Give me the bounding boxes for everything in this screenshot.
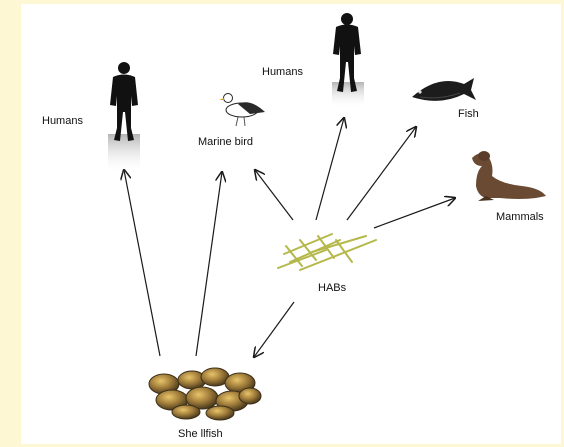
seabird-icon: [219, 94, 265, 127]
node-label-humans-top: Humans: [262, 66, 303, 78]
arrow-habs-to-mammals: [374, 198, 455, 228]
arrow-habs-to-shellfish: [254, 302, 294, 357]
arrow-habs-to-fish: [347, 127, 416, 220]
algae-needles-icon: [278, 234, 376, 270]
arrows: [124, 118, 455, 357]
sea-lion-icon: [472, 151, 546, 201]
node-label-fish: Fish: [458, 108, 479, 120]
clams-icon: [149, 368, 261, 420]
arrow-habs-to-marine-bird: [255, 170, 293, 220]
node-label-mammals: Mammals: [496, 211, 544, 223]
node-label-shellfish: She llfish: [178, 428, 223, 440]
node-label-marine-bird: Marine bird: [198, 136, 253, 148]
arrow-shellfish-to-humans: [124, 170, 160, 356]
node-label-humans-left: Humans: [42, 115, 83, 127]
arrow-habs-to-humans: [316, 118, 344, 220]
arrow-shellfish-to-marine-bird: [196, 172, 222, 356]
node-label-habs: HABs: [318, 282, 346, 294]
human-silhouette-icon: [108, 62, 140, 174]
fish-icon: [412, 78, 476, 101]
human-silhouette-icon: [332, 13, 364, 108]
